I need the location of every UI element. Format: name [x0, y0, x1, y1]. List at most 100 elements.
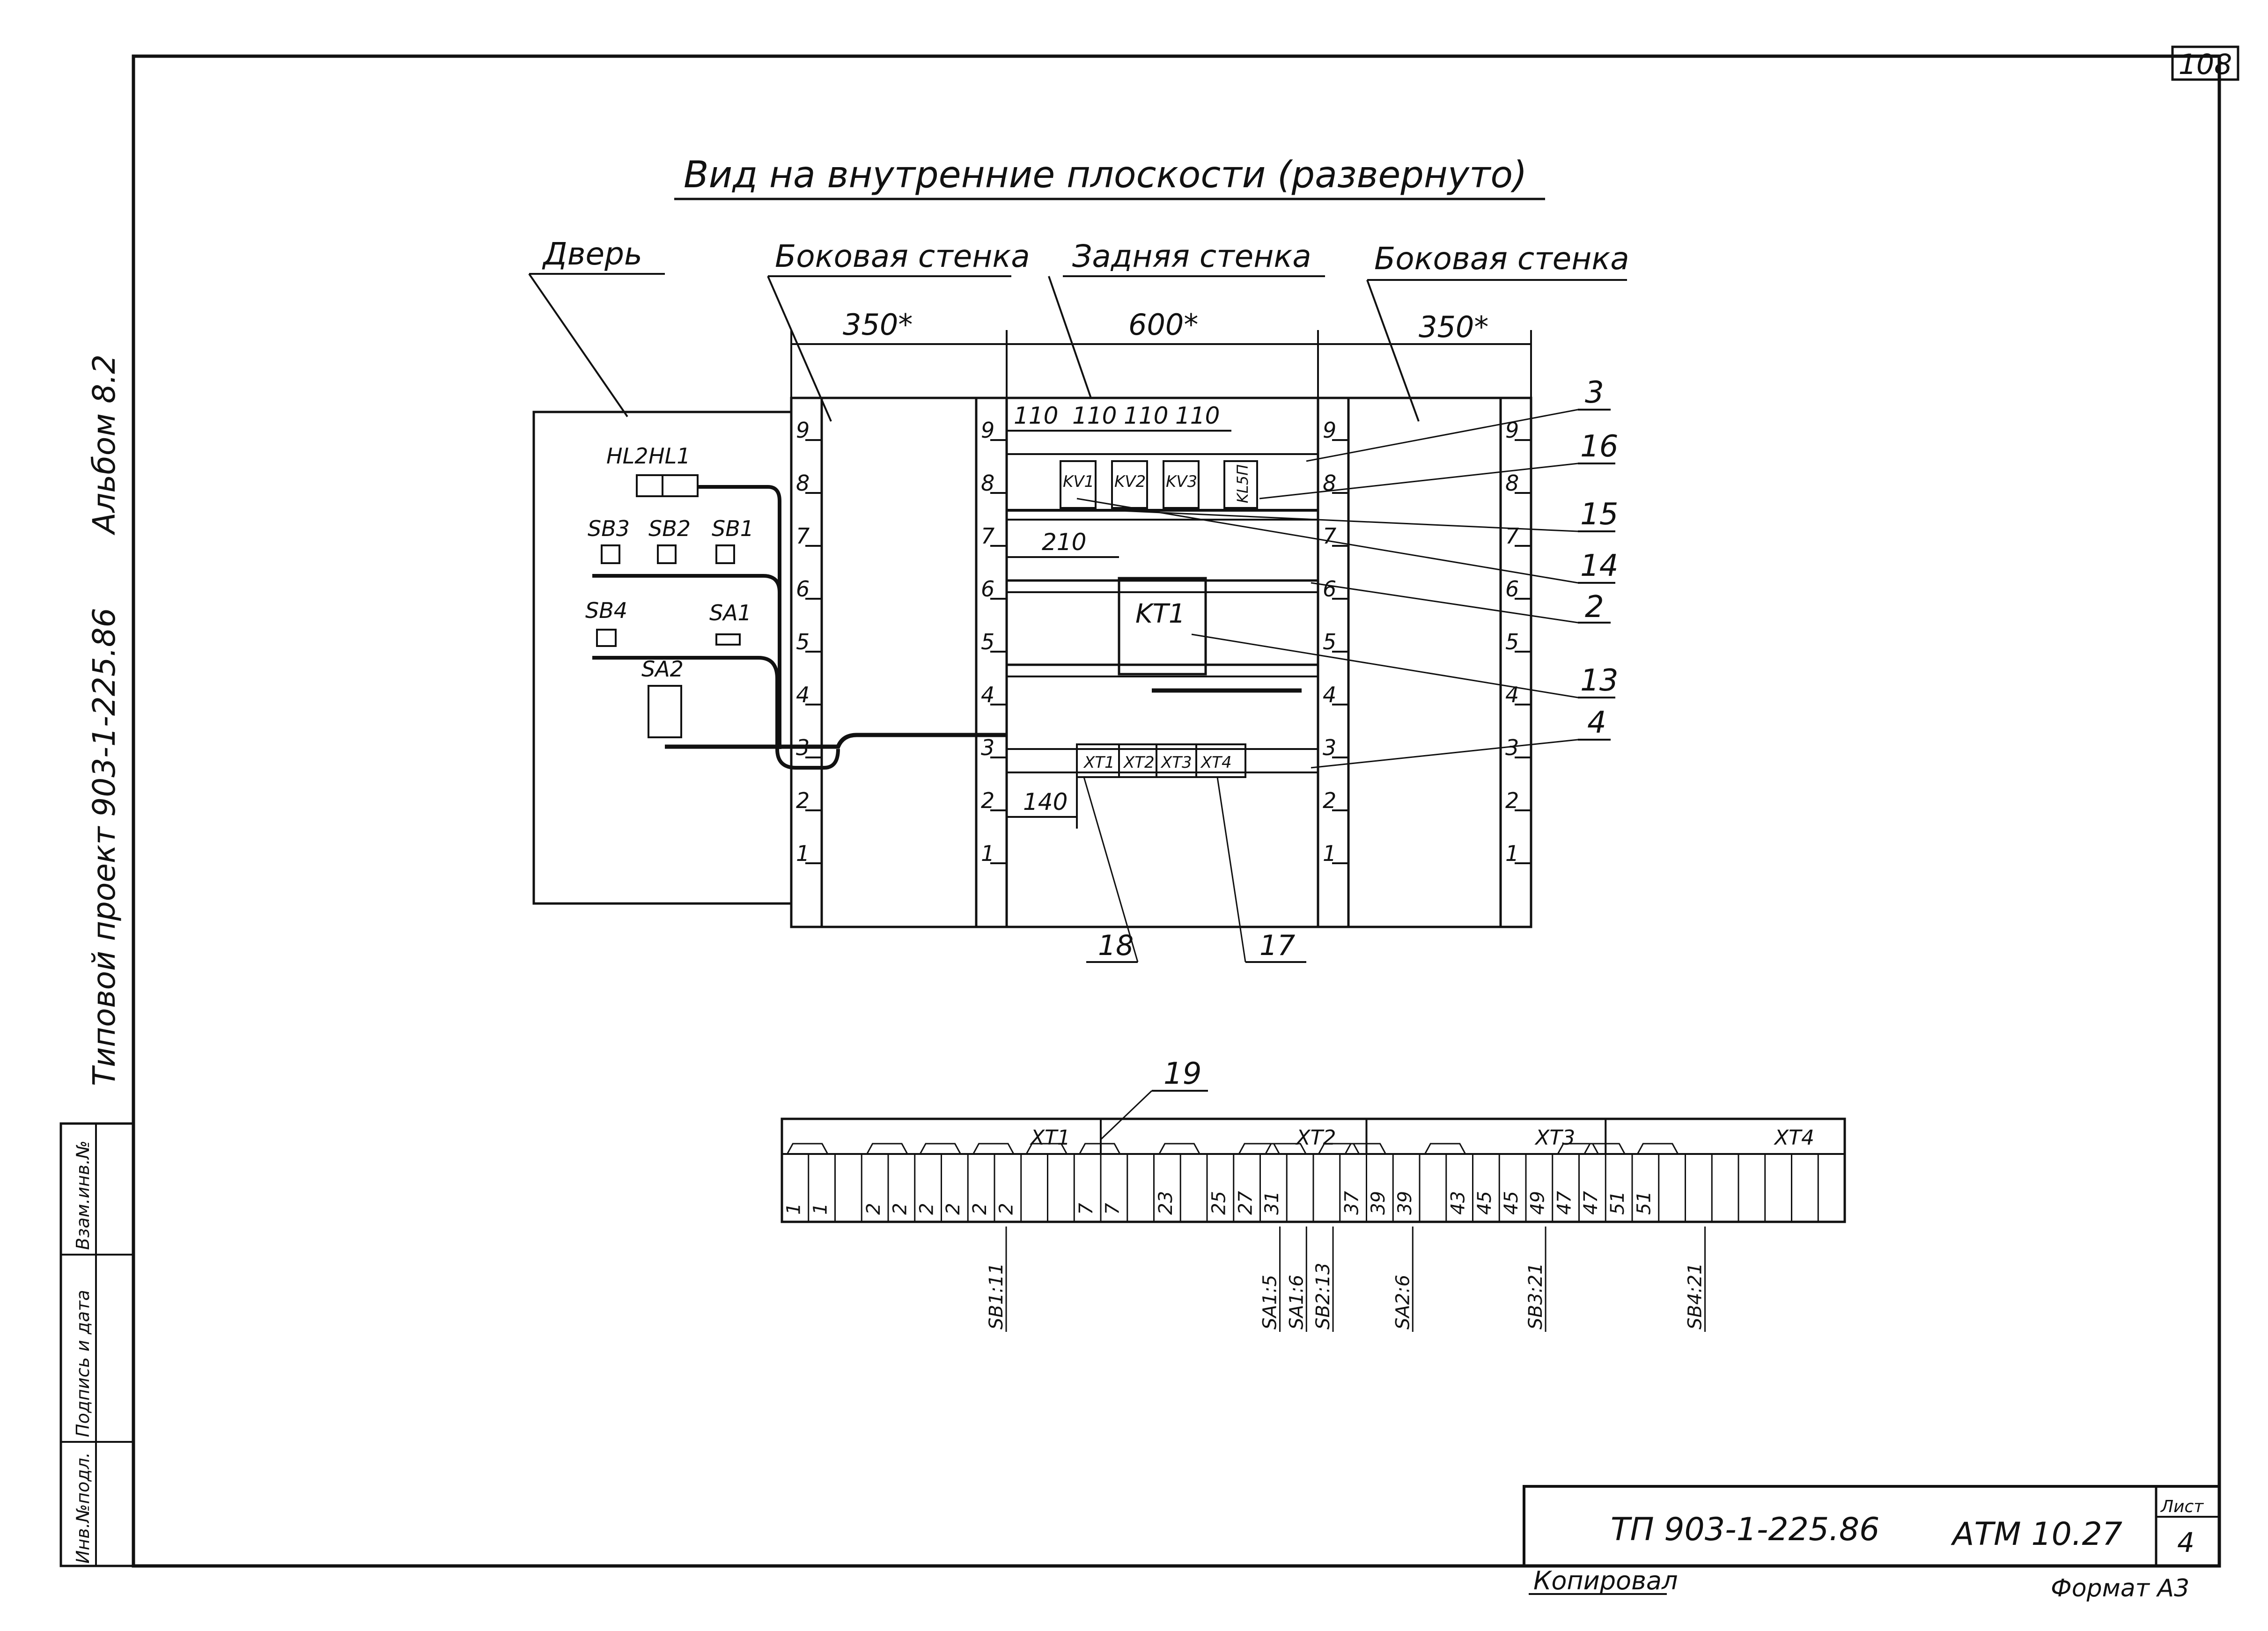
label-side-wall-right: Боковая стенка [1374, 241, 1629, 277]
relay-label-kv1: KV1 [1063, 472, 1094, 491]
strip-cell-number: 1 [783, 1203, 805, 1215]
svg-text:13: 13 [1580, 663, 1618, 698]
strip-wire-label: SA1:6 [1286, 1275, 1307, 1330]
scale-mark: 5 [1323, 629, 1336, 654]
callout-15: 15 [1109, 497, 1618, 532]
relay-label-kl5p: KL5П [1234, 464, 1252, 503]
scale-mark: 3 [1323, 735, 1336, 760]
xt-label-4: XT4 [1200, 753, 1232, 772]
title-block-sheet-label: Лист [2160, 1497, 2204, 1516]
scale-mark: 6 [1323, 576, 1336, 602]
strip-cell-number: 2 [863, 1203, 884, 1215]
timer-kt1 [1118, 577, 1207, 676]
callout-13: 13 [1191, 633, 1618, 698]
button-sb2 [657, 544, 677, 564]
scale-mark: 8 [1505, 470, 1519, 496]
scale-mark: 2 [1505, 788, 1519, 813]
strip-group-label: XT4 [1774, 1126, 1814, 1150]
title-block-project-code: ТП 903-1-225.86 [1611, 1511, 1879, 1548]
scale-mark: 4 [796, 682, 810, 707]
button-label-sb3: SB3 [588, 516, 630, 541]
scale-mark: 2 [1323, 788, 1336, 813]
relay-pitch-3: 110 [1124, 402, 1168, 429]
svg-text:17: 17 [1259, 929, 1295, 962]
button-label-sb4: SB4 [585, 598, 627, 623]
svg-text:18: 18 [1098, 929, 1134, 962]
scale-mark: 4 [981, 682, 994, 707]
strip-jumper [972, 1143, 1015, 1154]
strip-cell-number: 23 [1155, 1191, 1177, 1215]
door-cable-2 [592, 574, 781, 593]
scale-mark: 7 [981, 523, 994, 549]
callout-19: 19 [1099, 1057, 1208, 1141]
dim-right-width: 350* [1419, 310, 1488, 344]
left-stamp-label-replace: Взам.инв.№ [73, 1140, 93, 1250]
strip-cell-number: 2 [890, 1203, 911, 1215]
leader-side-wall-right [1366, 279, 1420, 422]
svg-text:15: 15 [1580, 497, 1618, 532]
strip-wire-label: SB3:21 [1525, 1263, 1546, 1330]
title-block [1523, 1485, 2221, 1567]
back-wall [1005, 397, 1319, 928]
strip-cell-number: 51 [1634, 1191, 1655, 1215]
left-stamp-table [59, 1122, 135, 1567]
strip-cell-number: 45 [1501, 1191, 1522, 1215]
strip-jumper [866, 1143, 908, 1154]
lamp-hl2 [636, 474, 663, 497]
strip-cell-number: 51 [1607, 1191, 1628, 1215]
scale-rail [1317, 397, 1350, 928]
strip-jumper [1583, 1143, 1626, 1154]
label-side-wall-left: Боковая стенка [775, 238, 1030, 274]
svg-text:4: 4 [1587, 705, 1606, 740]
side-stamp-project: Типовой проект 903-1-225.86 [86, 608, 122, 1086]
callout-17: 17 [1216, 777, 1306, 963]
scale-rail [975, 397, 1008, 928]
title-block-format: Формат А3 [2051, 1574, 2189, 1602]
label-back-wall: Задняя стенка [1072, 238, 1311, 274]
strip-cell-number: 25 [1208, 1191, 1230, 1215]
strip-wire-label: SB1:11 [986, 1263, 1007, 1330]
relay-pitch-1: 110 [1014, 402, 1058, 429]
switch-label-sa1: SA1 [709, 600, 751, 625]
scale-mark: 9 [1323, 418, 1336, 443]
strip-wire-label: SA2:6 [1392, 1275, 1414, 1330]
strip-cell-number: 39 [1368, 1191, 1389, 1215]
strip-cell-number: 27 [1235, 1191, 1256, 1215]
strip-cell-number: 2 [916, 1203, 937, 1215]
svg-text:19: 19 [1163, 1057, 1201, 1091]
scale-mark: 6 [1505, 576, 1519, 602]
sheet-number-box [2171, 45, 2239, 81]
strip-cell-number: 31 [1261, 1191, 1283, 1215]
relay-kv2: KV2 [1111, 460, 1148, 509]
dim-center-width: 600* [1128, 308, 1198, 342]
button-label-sb2: SB2 [648, 516, 691, 541]
dim-left-width: 350* [843, 308, 913, 342]
relay-kv3: KV3 [1163, 460, 1200, 509]
strip-wire-label: SB4:21 [1685, 1263, 1706, 1330]
scale-mark: 1 [796, 841, 810, 866]
relay-kv1: KV1 [1060, 460, 1097, 509]
svg-text:16: 16 [1580, 429, 1618, 464]
strip-jumper [1238, 1143, 1280, 1154]
svg-text:14: 14 [1580, 549, 1618, 583]
timer-label-kt1: KT1 [1135, 599, 1186, 629]
relay-pitch-2: 110 [1072, 402, 1117, 429]
scale-rail [1499, 397, 1532, 928]
xt-label-3: XT3 [1160, 753, 1192, 772]
door-cable-3 [592, 656, 840, 770]
scale-mark: 7 [1505, 523, 1519, 549]
scale-mark: 1 [1323, 841, 1336, 866]
leader-door [528, 273, 628, 418]
strip-jumper [1025, 1143, 1068, 1154]
strip-cell-number: 2 [969, 1203, 991, 1215]
strip-cell-number: 7 [1075, 1203, 1097, 1215]
left-stamp-label-inv: Инв.№подл. [73, 1452, 93, 1564]
scale-mark: 9 [981, 418, 994, 443]
strip-jumper [1318, 1143, 1360, 1154]
drawing-title: Вид на внутренние плоскости (развернуто) [684, 154, 1527, 196]
strip-jumper [1424, 1143, 1466, 1154]
lamp-label-hl1: HL1 [648, 443, 690, 469]
